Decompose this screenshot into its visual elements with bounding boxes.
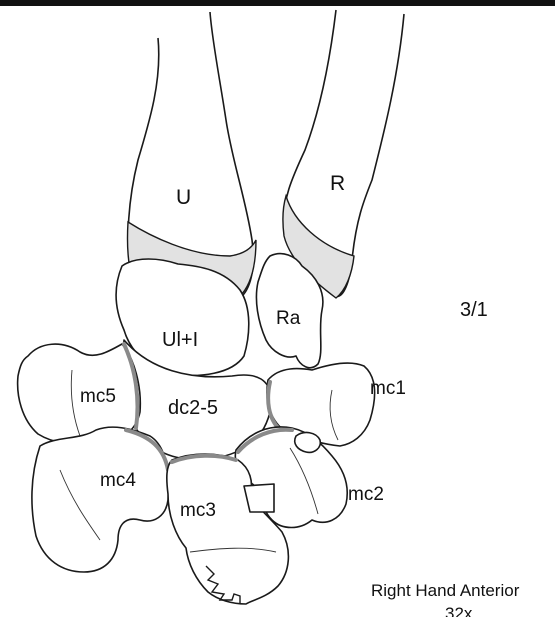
label-ulna: U — [176, 186, 191, 209]
mc3-notch — [244, 484, 274, 512]
label-stage: 3/1 — [460, 299, 488, 321]
label-mc1: mc1 — [370, 378, 406, 399]
label-radius: R — [330, 172, 345, 195]
label-mc3: mc3 — [180, 500, 216, 521]
caption-magnification: 32x — [445, 604, 473, 617]
top-border — [0, 0, 555, 6]
mc2-small-nub — [295, 433, 321, 453]
label-ulnare-intermedium: Ul+I — [162, 329, 198, 351]
label-mc5: mc5 — [80, 386, 116, 407]
caption-title: Right Hand Anterior — [371, 581, 520, 600]
metacarpal-4-bone — [32, 427, 169, 572]
label-mc4: mc4 — [100, 470, 136, 491]
label-distal-carpals: dc2-5 — [168, 397, 218, 419]
label-mc2: mc2 — [348, 484, 384, 505]
label-radiale: Ra — [276, 308, 301, 329]
